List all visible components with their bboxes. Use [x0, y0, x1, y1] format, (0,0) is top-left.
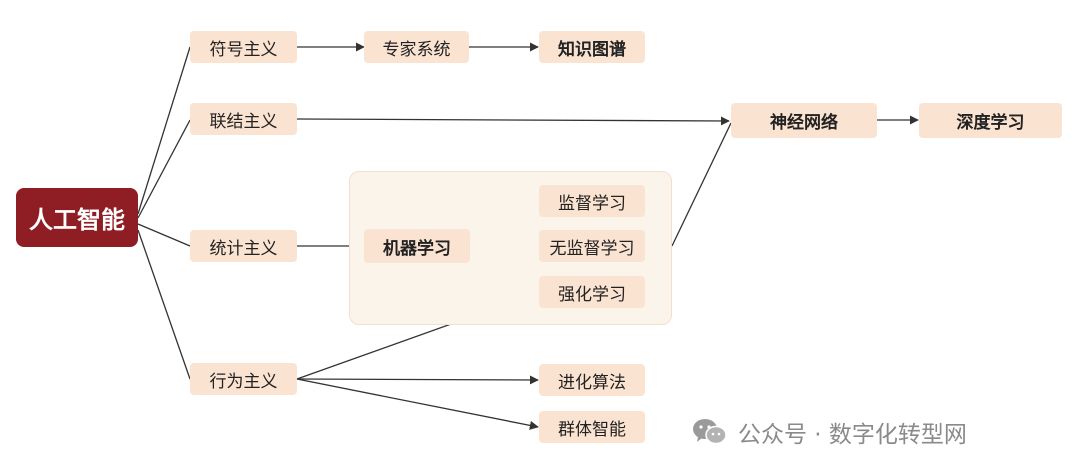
watermark: 公众号 · 数字化转型网 [692, 414, 967, 450]
edge-group-neural [671, 122, 732, 247]
node-reinforcement-learning: 强化学习 [539, 276, 645, 308]
edge-root-connectionism [137, 119, 191, 219]
node-evolutionary-algorithm: 进化算法 [539, 364, 645, 396]
node-connectionism: 联结主义 [190, 103, 297, 135]
node-swarm-intelligence: 群体智能 [539, 411, 645, 443]
edge-root-statistics [137, 223, 191, 247]
root-node-ai: 人工智能 [16, 188, 138, 247]
node-supervised-learning: 监督学习 [539, 185, 645, 217]
edge-behaviorism-swarm [296, 378, 539, 430]
node-knowledge-graph: 知识图谱 [539, 31, 645, 63]
node-statistics: 统计主义 [190, 230, 297, 262]
node-unsupervised-learning: 无监督学习 [539, 230, 645, 262]
node-neural-network: 神经网络 [731, 103, 877, 138]
watermark-text: 公众号 · 数字化转型网 [738, 422, 967, 448]
edge-behaviorism-evolutionary [296, 375, 539, 385]
edge-root-symbolism [137, 46, 191, 215]
edge-root-behaviorism [137, 229, 191, 380]
node-symbolism: 符号主义 [190, 31, 297, 63]
node-deep-learning: 深度学习 [919, 103, 1062, 138]
node-behaviorism: 行为主义 [190, 363, 297, 395]
node-machine-learning: 机器学习 [364, 229, 470, 263]
wechat-icon [693, 419, 727, 445]
edge-connectionism-neural [296, 116, 730, 126]
node-expert-system: 专家系统 [364, 31, 469, 63]
